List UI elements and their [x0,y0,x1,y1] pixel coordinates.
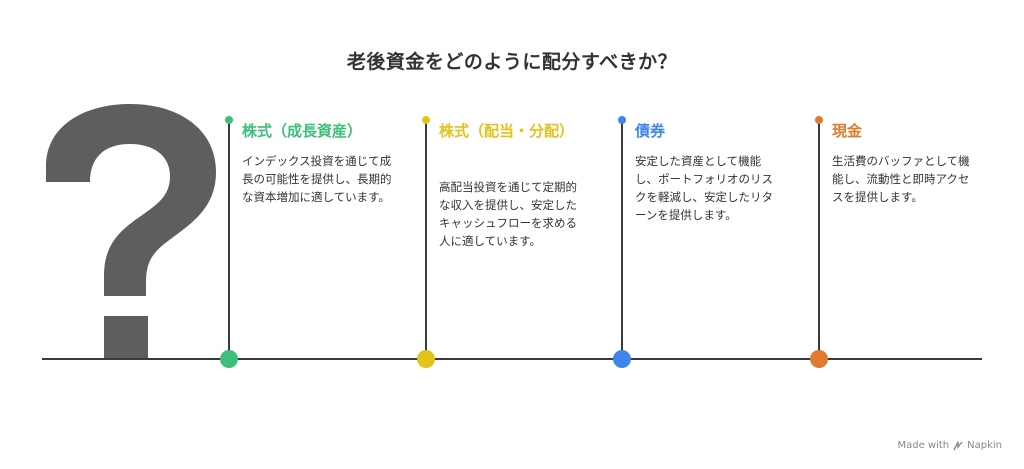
item-title-1: 株式（成長資産） [242,122,363,140]
napkin-logo-icon [953,441,963,450]
timeline-stem-2 [425,122,427,358]
napkin-brand-label: Napkin [967,440,1002,451]
timeline-marker-3 [613,350,631,368]
item-title-4: 現金 [832,122,863,140]
timeline-baseline [42,358,982,360]
timeline-marker-4 [810,350,828,368]
made-with-napkin-badge[interactable]: Made with Napkin [897,440,1002,451]
item-desc-1: インデックス投資を通じて成長の可能性を提供し、長期的な資本増加に適しています。 [242,154,392,204]
item-title-2: 株式（配当・分配） [439,122,575,140]
diagram-title: 老後資金をどのように配分すべきか？ [346,51,678,73]
timeline-stem-4 [818,122,820,358]
timeline-top-dot-1 [225,116,233,124]
timeline-stem-3 [621,122,623,358]
timeline-stem-1 [228,122,230,358]
item-title-3: 債券 [635,122,666,140]
timeline-top-dot-3 [618,116,626,124]
timeline-top-dot-2 [422,116,430,124]
timeline-marker-1 [220,350,238,368]
item-desc-3: 安定した資産として機能し、ポートフォリオのリスクを軽減し、安定したリターンを提供… [635,154,773,222]
made-with-label: Made with [897,440,950,451]
timeline-top-dot-4 [815,116,823,124]
item-desc-2: 高配当投資を通じて定期的な収入を提供し、安定したキャッシュフローを求める人に適し… [439,180,577,248]
item-desc-4: 生活費のバッファとして機能し、流動性と即時アクセスを提供します。 [832,154,970,204]
timeline-marker-2 [417,350,435,368]
question-mark-icon [46,104,216,360]
